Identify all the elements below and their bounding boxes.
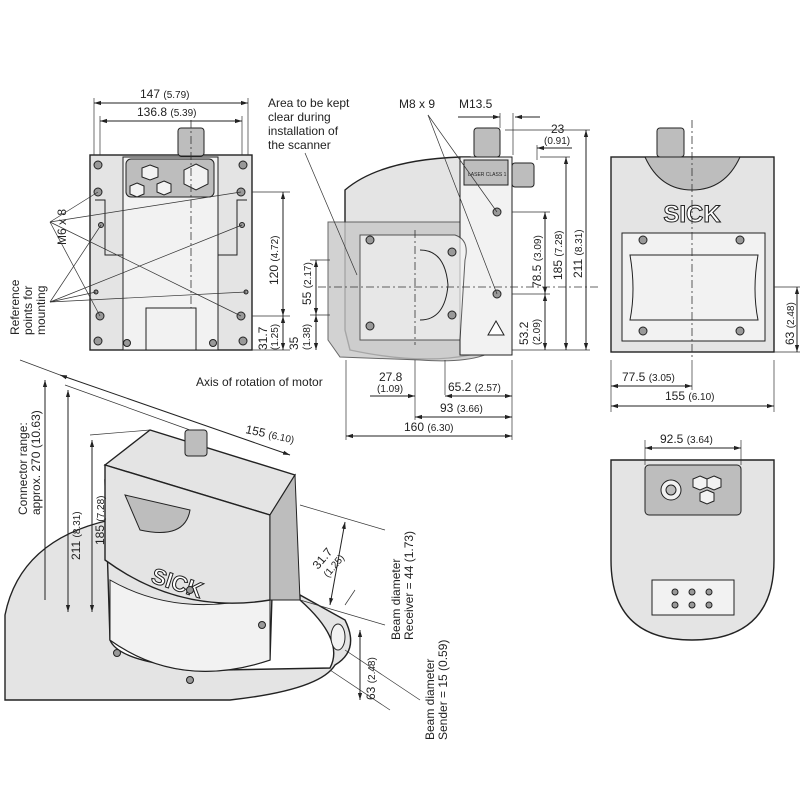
dim-78-5: 78.5 (3.09) [530,235,544,288]
label-m6-screws: M6 x 8 [55,209,69,245]
dim-136-8: 136.8 (5.39) [137,105,197,119]
svg-text:Beam diameter: Beam diameter [423,659,437,740]
svg-text:installation of: installation of [268,124,339,138]
svg-text:approx. 270 (10.63): approx. 270 (10.63) [29,410,43,515]
dim-31-7: 31.7 [256,326,270,350]
label-clear-area: Area to be kept clear during installatio… [268,96,350,152]
rear-view: SICK 63 (2.48) 77.5 (3.05) 155 (6.10) [610,120,800,412]
dim-35: 35 [287,336,301,350]
dim-185: 185 (7.28) [551,231,565,281]
dim-155: 155 (6.10) [665,389,715,403]
svg-text:Sender = 15 (0.59): Sender = 15 (0.59) [436,640,450,740]
dim-93: 93 (3.66) [440,401,483,415]
iso-dim-63: 63 (2.48) [364,657,378,700]
svg-text:Beam diameter: Beam diameter [389,559,403,640]
dim-31-7-in: (1.25) [270,324,281,350]
side-cable-gland [473,127,501,158]
side-view: LASER CLASS 1 Area to be kept clear duri… [196,96,600,440]
dim-65-2: 65.2 (2.57) [448,380,501,394]
front-view: 147 (5.79) 136.8 (5.39) 120 (4.72) 31.7 … [8,87,290,351]
top-view: 92.5 (3.64) [610,432,775,641]
iso-dim-155: 155 (6.10) [244,422,295,446]
iso-cable-gland [184,429,208,457]
label-axis-rotation: Axis of rotation of motor [196,375,323,389]
dim-27-8: 27.8 [379,370,403,384]
dim-160: 160 (6.30) [404,420,454,434]
dim-120: 120 (4.72) [267,236,281,286]
side-connector [511,162,535,188]
svg-text:mounting: mounting [34,286,48,335]
dim-147: 147 (5.79) [140,87,190,101]
label-reference-points: Reference points for mounting [8,279,48,335]
svg-text:Connector range:: Connector range: [16,422,30,515]
label-m13-5: M13.5 [459,97,493,111]
bottom-plate [145,307,197,351]
top-connector-panel [644,464,742,516]
dim-63: 63 (2.48) [783,302,797,345]
warning-icon [487,319,505,336]
svg-text:points for: points for [21,286,35,335]
iso-dim-185: 185 (7.28) [93,496,107,546]
status-led-panel [651,579,735,616]
iso-dim-211: 211 (8.31) [69,511,83,560]
dim-53-2: 53.2 [517,321,531,345]
dim-92-5: 92.5 (3.64) [660,432,713,446]
label-beam-sender: Beam diameter Sender = 15 (0.59) [423,640,450,740]
dim-35-in: (1.38) [302,324,313,350]
rear-cable-gland [656,127,685,158]
label-connector-range: Connector range: approx. 270 (10.63) [16,410,43,515]
svg-text:Reference: Reference [8,279,22,335]
dim-23: 23 [551,122,565,136]
dim-55: 55 (2.17) [300,262,314,305]
svg-text:Area to be kept: Area to be kept [268,96,350,110]
side-right-panel [459,156,513,356]
isometric-view: SICK 155 (6.10) Connector range: approx.… [4,359,450,740]
dim-211: 211 (8.31) [571,229,585,278]
label-beam-receiver: Beam diameter Receiver = 44 (1.73) [389,531,416,640]
dim-23-in: (0.91) [544,136,570,147]
dim-27-8-in: (1.09) [377,384,403,395]
label-m8-screws: M8 x 9 [399,97,435,111]
svg-text:clear during: clear during [268,110,331,124]
dim-53-2-in: (2.09) [532,319,543,345]
svg-text:the scanner: the scanner [268,138,331,152]
laser-class-label: LASER CLASS 1 [468,172,507,178]
dim-77-5: 77.5 (3.05) [622,370,675,384]
svg-text:Receiver = 44 (1.73): Receiver = 44 (1.73) [402,531,416,640]
